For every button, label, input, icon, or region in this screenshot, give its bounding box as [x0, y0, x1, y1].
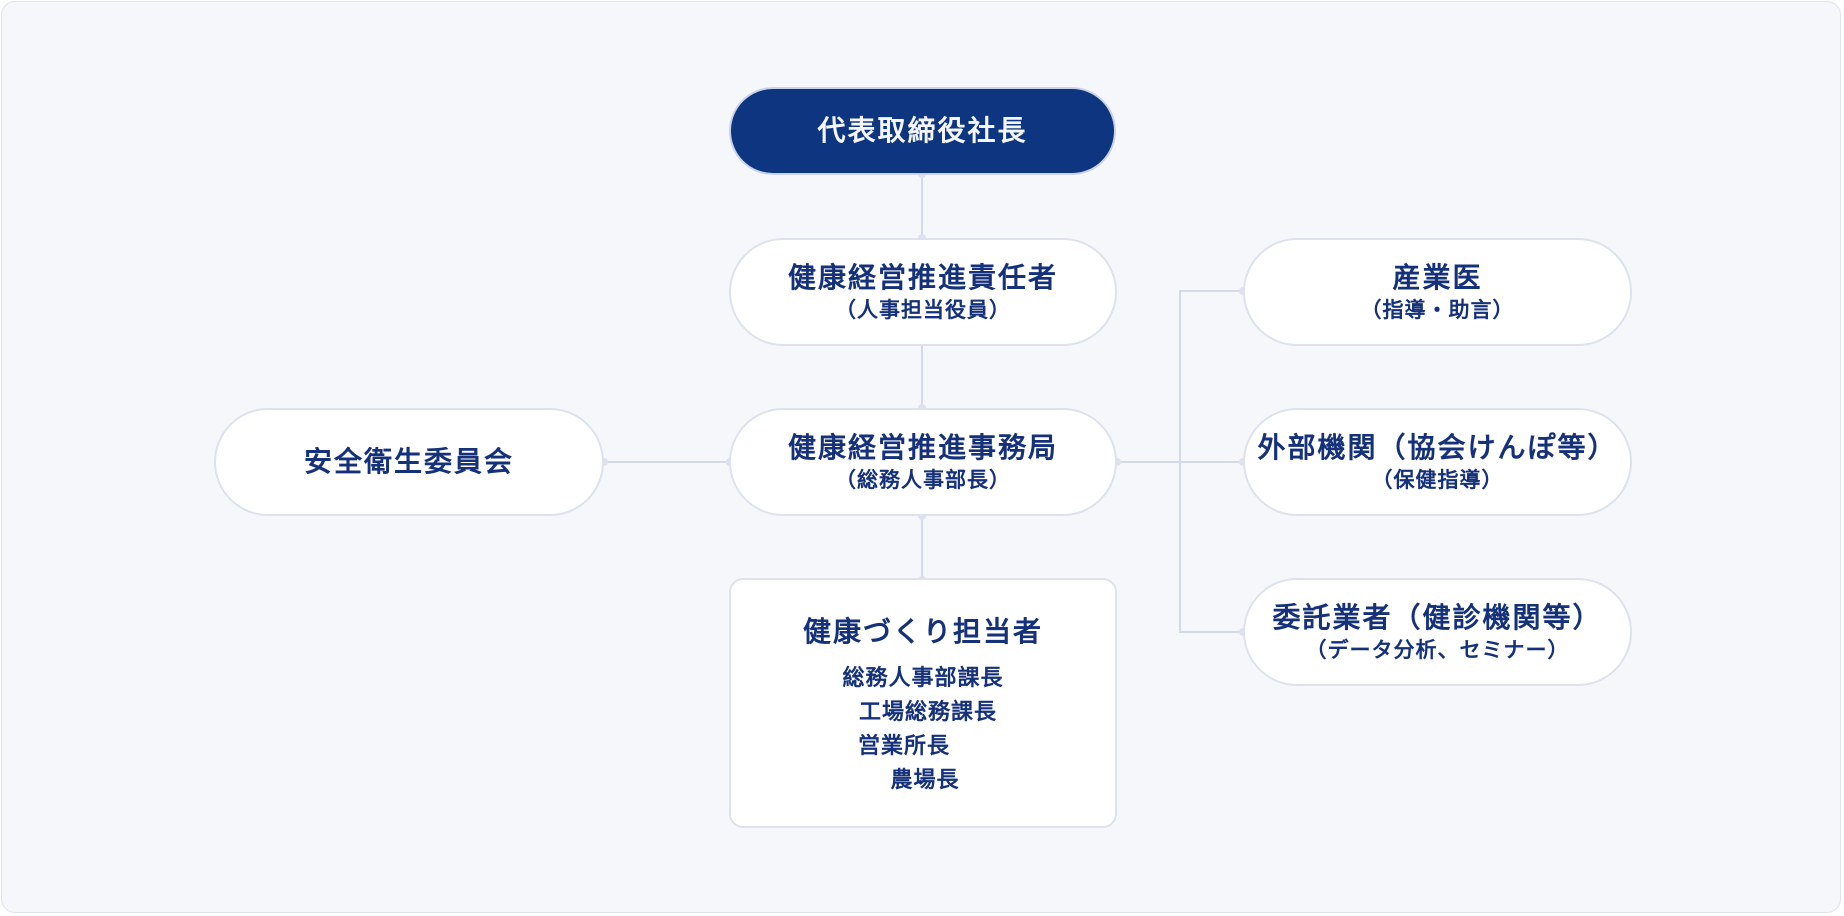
member-item: 農場長: [890, 768, 960, 793]
node-health-staff: 健康づくり担当者 総務人事部課長 工場総務課長 営業所長 農場長: [729, 578, 1117, 828]
node-secretariat: 健康経営推進事務局 （総務人事部長）: [729, 408, 1117, 516]
node-ceo: 代表取締役社長: [729, 87, 1116, 175]
node-external-org: 外部機関（協会けんぽ等） （保健指導）: [1243, 408, 1632, 516]
node-secretariat-subtitle: （総務人事部長）: [835, 468, 1011, 492]
node-occupational-doctor-subtitle: （指導・助言）: [1360, 298, 1515, 322]
node-external-org-title: 外部機関（協会けんぽ等）: [1257, 431, 1618, 464]
node-promotion-officer-subtitle: （人事担当役員）: [835, 298, 1011, 322]
member-item: 総務人事部課長: [842, 666, 1004, 691]
node-occupational-doctor: 産業医 （指導・助言）: [1243, 238, 1632, 346]
node-external-org-subtitle: （保健指導）: [1371, 468, 1504, 492]
member-item: 営業所長: [857, 734, 950, 759]
node-secretariat-title: 健康経営推進事務局: [787, 431, 1058, 464]
node-health-staff-title: 健康づくり担当者: [802, 615, 1043, 648]
node-contractor-title: 委託業者（健診機関等）: [1272, 601, 1603, 634]
node-promotion-officer-title: 健康経営推進責任者: [787, 261, 1058, 294]
node-promotion-officer: 健康経営推進責任者 （人事担当役員）: [729, 238, 1117, 346]
node-contractor: 委託業者（健診機関等） （データ分析、セミナー）: [1243, 578, 1632, 686]
node-health-staff-members: 総務人事部課長 工場総務課長 営業所長 農場長: [842, 662, 1003, 798]
node-occupational-doctor-title: 産業医: [1392, 261, 1483, 294]
node-ceo-title: 代表取締役社長: [817, 114, 1028, 147]
node-contractor-subtitle: （データ分析、セミナー）: [1305, 638, 1570, 662]
node-safety-committee: 安全衛生委員会: [214, 408, 604, 516]
member-item: 工場総務課長: [858, 700, 997, 725]
node-safety-committee-title: 安全衛生委員会: [303, 445, 514, 478]
